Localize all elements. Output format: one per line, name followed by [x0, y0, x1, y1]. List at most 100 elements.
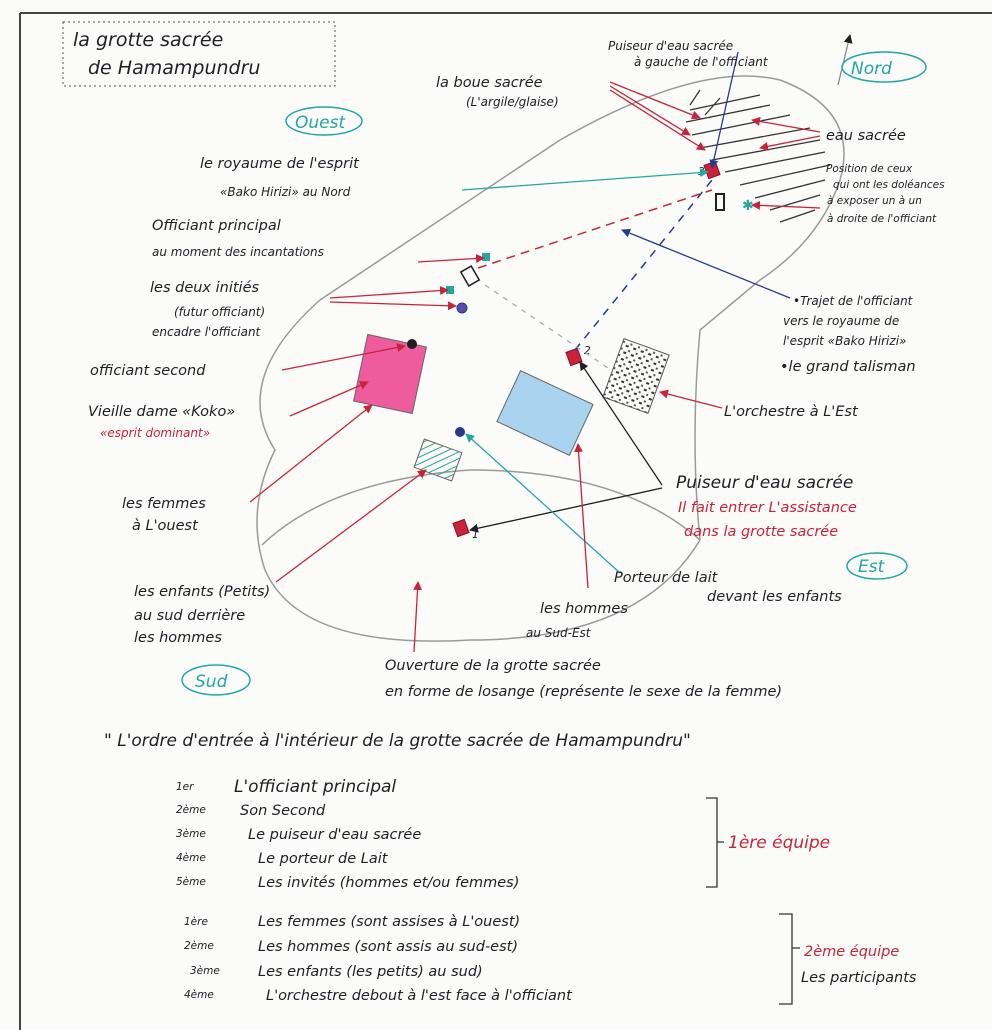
- label-inities-3: encadre l'officiant: [152, 325, 262, 339]
- water-drawer-marker-1: [452, 518, 470, 538]
- men-area: [496, 370, 594, 456]
- team2-bracket: [779, 913, 800, 1005]
- women-area: [352, 333, 428, 415]
- team1-ord-4: 4ème: [176, 852, 206, 864]
- svg-text:Sud: Sud: [195, 672, 228, 692]
- team1-ord-1: 1er: [176, 781, 194, 793]
- label-boue-2: (L'argile/glaise): [466, 95, 559, 109]
- label-inities-1: les deux initiés: [150, 280, 260, 296]
- label-trajet-3: l'esprit «Bako Hirizi»: [783, 334, 906, 348]
- label-enfants-2: au sud derrière: [134, 608, 245, 624]
- team2-list: 1ère Les femmes (sont assises à L'ouest)…: [184, 914, 573, 1004]
- team2-ord-3: 3ème: [190, 965, 220, 977]
- team2-ord-4: 4ème: [184, 989, 214, 1001]
- label-porteur-2: devant les enfants: [707, 589, 842, 605]
- label-puiseur-b-2: Il fait entrer L'assistance: [678, 500, 857, 516]
- label-trajet-1: •Trajet de l'officiant: [793, 294, 914, 308]
- water-drawer-marker-3: [703, 160, 721, 180]
- label-orchestre: L'orchestre à L'Est: [724, 404, 859, 420]
- team1-ord-2: 2ème: [176, 804, 206, 816]
- team2-ord-2: 2ème: [184, 940, 214, 952]
- label-royaume-1: le royaume de l'esprit: [200, 156, 360, 172]
- team2-item-4: L'orchestre debout à l'est face à l'offi…: [266, 988, 573, 1004]
- marker-number-1: 1: [472, 529, 479, 541]
- orchestra-area: [602, 338, 670, 414]
- team1-ord-5: 5ème: [176, 876, 206, 888]
- cave-outline: [256, 75, 845, 642]
- label-position-4: à droite de l'officiant: [827, 213, 937, 225]
- milk-bearer-marker: [455, 427, 465, 437]
- svg-text:Nord: Nord: [851, 59, 892, 79]
- officiant-position-marker: [459, 265, 481, 287]
- officiant-route-line: [477, 189, 713, 269]
- sacred-mud-area: [685, 89, 831, 223]
- team1-ord-3: 3ème: [176, 828, 206, 840]
- label-vieille-1: Vieille dame «Koko»: [88, 404, 235, 420]
- children-area: [413, 438, 463, 482]
- team1-item-1: L'officiant principal: [234, 777, 396, 797]
- label-hommes-2: au Sud-Est: [526, 626, 592, 640]
- label-boue-1: la boue sacrée: [436, 75, 543, 91]
- label-officiant-principal-2: au moment des incantations: [152, 245, 324, 259]
- label-position-3: à exposer un à un: [827, 195, 922, 207]
- label-puiseur-b-3: dans la grotte sacrée: [684, 524, 838, 540]
- label-trajet-2: vers le royaume de: [783, 314, 899, 328]
- label-vieille-2: «esprit dominant»: [100, 426, 210, 440]
- direction-sud: Sud: [181, 664, 251, 696]
- label-officiant-second: officiant second: [90, 363, 206, 379]
- marker-number-2: 2: [584, 345, 591, 357]
- label-femmes-2: à L'ouest: [132, 518, 199, 534]
- water-drawer-marker-2: [565, 347, 583, 367]
- direction-est: Est: [846, 552, 908, 580]
- initiate-marker: [456, 302, 468, 314]
- team1-item-5: Les invités (hommes et/ou femmes): [258, 875, 519, 891]
- team1-bracket: [706, 797, 724, 888]
- title-line2: de Hamampundru: [88, 57, 260, 79]
- label-royaume-2: «Bako Hirizi» au Nord: [220, 185, 351, 199]
- label-enfants-3: les hommes: [134, 630, 222, 646]
- team2-ord-1: 1ère: [184, 916, 208, 928]
- initiate-marker-bottom: [446, 286, 454, 294]
- team1-item-3: Le puiseur d'eau sacrée: [248, 827, 421, 843]
- team1-item-4: Le porteur de Lait: [258, 851, 389, 867]
- team1-list: 1er L'officiant principal 2ème Son Secon…: [176, 777, 519, 891]
- label-ouverture-1: Ouverture de la grotte sacrée: [385, 658, 601, 674]
- water-route-line: [574, 179, 713, 351]
- team2-label: 2ème équipe: [804, 944, 899, 960]
- label-femmes-1: les femmes: [122, 496, 206, 512]
- svg-text:Est: Est: [858, 557, 886, 577]
- order-title: " L'ordre d'entrée à l'intérieur de la g…: [104, 731, 691, 751]
- label-arrows: [249, 51, 821, 653]
- initiate-marker-top: [482, 253, 490, 261]
- label-enfants-1: les enfants (Petits): [134, 584, 270, 600]
- team2-item-1: Les femmes (sont assises à L'ouest): [258, 914, 520, 930]
- team1-item-2: Son Second: [240, 803, 326, 819]
- svg-text:Ouest: Ouest: [295, 113, 346, 133]
- entry-route-line: [484, 284, 609, 369]
- label-eau-sacree: eau sacrée: [826, 128, 906, 144]
- label-hommes-1: les hommes: [540, 601, 628, 617]
- officiant-second-marker: [407, 339, 417, 349]
- team2-sublabel: Les participants: [801, 970, 917, 986]
- label-inities-2: (futur officiant): [174, 305, 265, 319]
- talisman-star-icon: ✱: [742, 198, 754, 214]
- label-ouverture-2: en forme de losange (représente le sexe …: [385, 684, 782, 700]
- officiant-north-marker: [715, 193, 725, 211]
- title-box: [62, 21, 336, 87]
- team1-label: 1ère équipe: [728, 833, 830, 853]
- direction-nord: Nord: [841, 51, 927, 83]
- team2-item-3: Les enfants (les petits) au sud): [258, 964, 483, 980]
- label-position-2: qui ont les doléances: [833, 179, 945, 191]
- label-officiant-principal-1: Officiant principal: [152, 218, 281, 234]
- title-line1: la grotte sacrée: [73, 29, 223, 51]
- label-position-1: Position de ceux: [826, 163, 913, 175]
- label-puiseur-b-1: Puiseur d'eau sacrée: [676, 473, 853, 493]
- label-puiseur-top-2: à gauche de l'officiant: [634, 55, 769, 69]
- north-arrow: [837, 34, 853, 86]
- team2-item-2: Les hommes (sont assis au sud-est): [258, 939, 518, 955]
- label-puiseur-top-1: Puiseur d'eau sacrée: [608, 39, 733, 53]
- label-talisman: •le grand talisman: [780, 359, 916, 375]
- direction-ouest: Ouest: [285, 106, 363, 136]
- label-porteur-1: Porteur de lait: [614, 570, 719, 586]
